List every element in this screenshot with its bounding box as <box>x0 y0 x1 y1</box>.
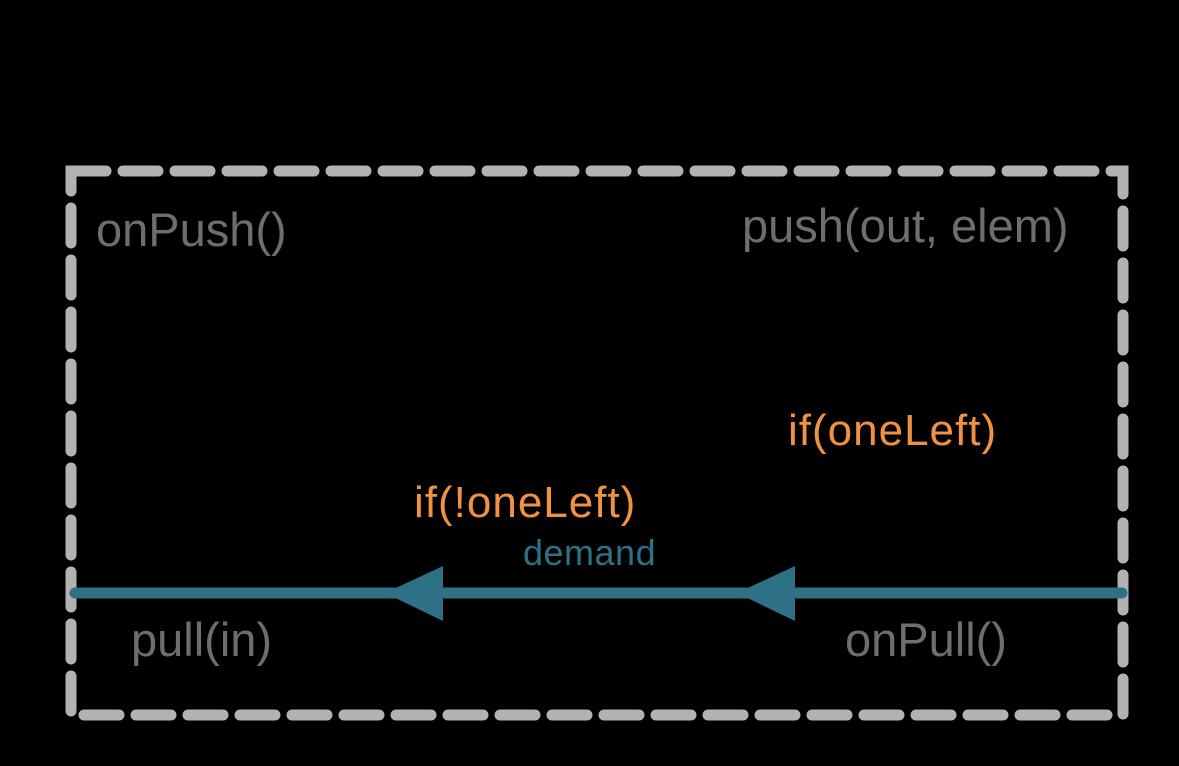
label-onpull: onPull() <box>845 613 1007 666</box>
mid-arrowhead-icon <box>737 566 795 621</box>
label-push-out-elem: push(out, elem) <box>742 199 1069 252</box>
label-demand: demand <box>523 532 657 573</box>
label-if-oneleft: if(oneLeft) <box>788 406 998 455</box>
label-if-not-oneleft: if(!oneLeft) <box>414 478 637 527</box>
left-arrowhead-icon <box>385 566 443 621</box>
label-onpush: onPush() <box>96 203 287 256</box>
label-pull-in: pull(in) <box>131 613 273 666</box>
stage-boundary-box <box>65 165 1129 721</box>
